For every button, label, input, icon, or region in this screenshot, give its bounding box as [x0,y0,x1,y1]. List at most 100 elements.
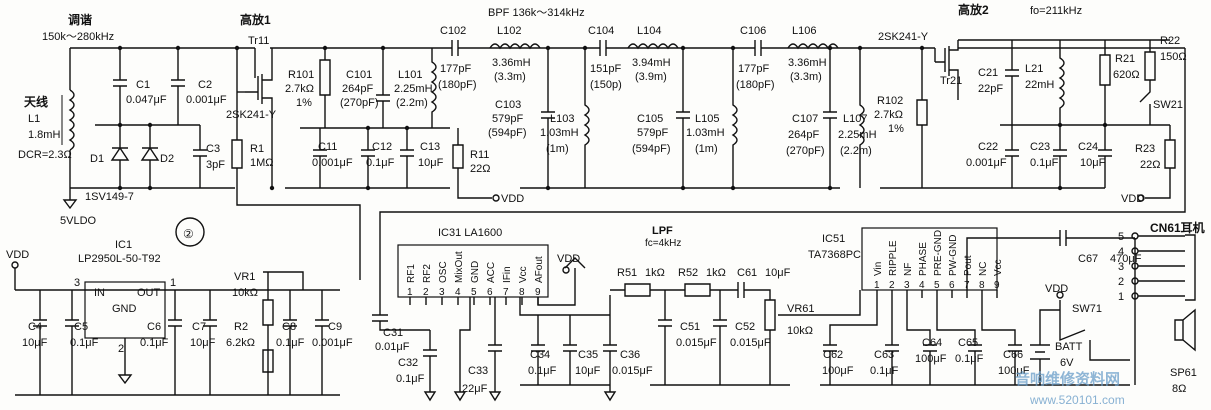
label-R1-val: 1MΩ [250,157,274,169]
cap-C67 [966,230,1135,290]
ic31-pin-number: 1 [407,287,413,298]
cap-C51 [658,290,672,385]
ic31-pin-name: Vcc [518,266,529,283]
label-L102-val: 3.36mH [492,57,531,69]
label-C24-val: 10μF [1080,157,1106,169]
label-L103: L103 [550,113,574,125]
label-L101-alt: (2.2m) [396,97,428,109]
label-vdd-2: VDD [1121,193,1144,205]
ic31-pin-number: 3 [439,287,445,298]
ic51-pin-wires [876,290,998,298]
label-C4: C4 [28,321,42,333]
label-C67-val: 470μF [1110,253,1142,265]
label-R23: R23 [1135,143,1155,155]
label-pin2: 2 [118,343,124,355]
label-L107-alt: (2.2m) [840,145,872,157]
label-SW21: SW21 [1153,99,1183,111]
ic51-pin-labels: Vin1RIPPLE2NF3PHASE4PRE-GND5PW-GND6Pout7… [873,230,1004,291]
resistor-R101 [319,48,331,128]
label-C23: C23 [1030,141,1050,153]
ic51-pin-name: Vin [873,262,884,276]
label-C9: C9 [328,321,342,333]
cap-C33 [488,297,502,402]
label-R51: R51 [617,267,637,279]
ic31-pin-number: 4 [455,287,461,298]
watermark-url: www.520101.com [1029,393,1125,407]
cap-C103 [541,48,555,188]
label-C5: C5 [74,321,88,333]
ic31-pin-name: MixOut [454,251,465,283]
cap-C9 [315,290,329,395]
inductor-L1 [68,89,75,151]
cap-C12 [361,128,375,188]
label-C12-val: 0.1μF [366,157,395,169]
label-R1: R1 [250,143,264,155]
cap-C102 [440,40,468,56]
wire-rf-to-ic31 [379,48,1186,300]
ic31-pin-wires [409,297,539,305]
label-VR61-val: 10kΩ [787,325,813,337]
label-C101: C101 [346,69,372,81]
ic51-pin-name: RIPPLE [888,240,899,276]
cap-C32 [423,330,437,402]
cap-C22 [1005,125,1019,188]
label-L106-val: 3.36mH [788,57,827,69]
ic51-pin-number: 6 [949,280,955,291]
label-L104-val: 3.94mH [632,57,671,69]
inductor-L102 [489,43,541,50]
inductor-L105 [731,48,738,188]
label-R52: R52 [678,267,698,279]
cap-C64 [906,298,937,385]
label-L105: L105 [695,113,719,125]
label-C51: C51 [680,321,700,333]
label-rf-amp1: 高放1 [240,12,271,27]
label-C35: C35 [578,349,598,361]
inductor-L103 [583,48,590,188]
label-Tr11: Tr11 [248,35,269,47]
label-C22: C22 [978,141,998,153]
label-IC31: IC31 LA1600 [438,227,502,239]
fet-Tr11 [245,48,273,120]
cap-C66 [981,298,1022,385]
label-C107-val: 264pF [788,129,819,141]
label-L107: L107 [843,113,867,125]
label-C52-val: 0.015μF [730,337,771,349]
label-C6: C6 [147,321,161,333]
label-Tr21: Tr21 [940,75,962,87]
label-C4-val: 10μF [22,337,48,349]
label-circle: ② [183,227,194,241]
label-C104-alt: (150p) [590,79,622,91]
label-C36: C36 [620,349,640,361]
label-C105-alt: (594pF) [632,143,671,155]
fet-Tr21 [934,40,959,100]
label-C3-val: 3pF [206,159,225,171]
ic51-pin-name: PRE-GND [933,230,944,276]
diode-D1 [110,125,130,188]
label-IC51: IC51 [822,233,845,245]
ic51-pin-name: PW-GND [948,235,959,276]
jack-pin-number: 5 [1118,231,1124,243]
label-R102-tol: 1% [888,123,904,135]
cap-C7 [203,290,217,395]
label-BATT-val: 6V [1060,357,1074,369]
vr1-top [263,271,304,290]
label-C52: C52 [735,321,755,333]
label-R22: R22 [1160,35,1180,47]
label-tuning: 调谐 [68,12,92,27]
label-R101-tol: 1% [296,97,312,109]
label-bpf: BPF 136k～314kHz [488,7,585,19]
label-R2: R2 [234,321,248,333]
ic31-pin-name: RF2 [422,264,433,283]
label-L105-alt: (1m) [695,143,718,155]
label-IC1-in: IN [94,287,105,299]
label-R102-val: 2.7kΩ [874,109,903,121]
label-C35-val: 10μF [575,365,601,377]
label-IC1-out: OUT [137,287,161,299]
resistor-R21 [1099,40,1111,125]
label-C21-val: 22pF [978,83,1003,95]
ic51-pin-number: 5 [934,280,940,291]
battery [1030,309,1060,385]
label-vdd-3: VDD [6,249,29,261]
vdd-terminal-3 [11,261,19,269]
label-C13-val: 10μF [418,157,444,169]
